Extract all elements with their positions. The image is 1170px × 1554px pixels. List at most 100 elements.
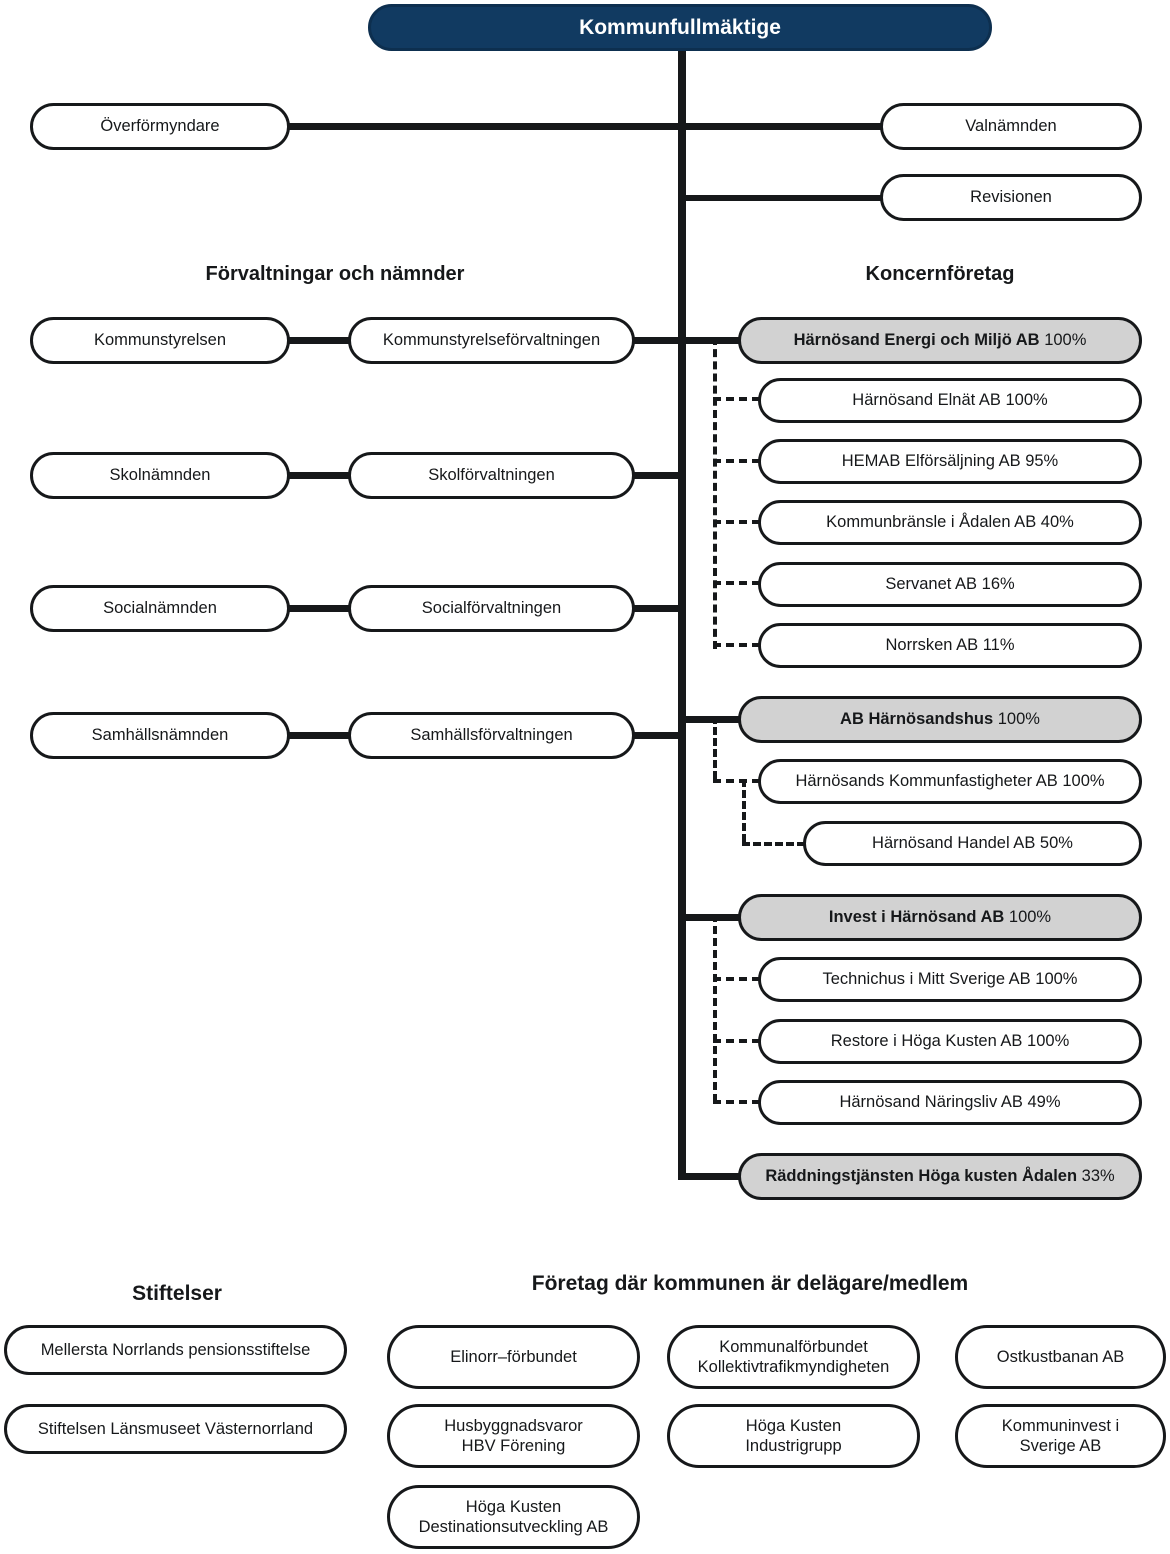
box-company-hemab[interactable]: Härnösand Energi och Miljö AB 100% — [738, 317, 1142, 364]
company-percent: 100% — [1027, 1032, 1070, 1051]
company-name: Härnösand Handel AB — [872, 834, 1036, 853]
dashed-branch-handel — [742, 842, 805, 846]
connector-overformyndare — [285, 123, 685, 130]
partner-label-line1: Höga Kusten — [745, 1416, 842, 1435]
partner-label-line1: Elinorr–förbundet — [450, 1347, 577, 1366]
box-subsidiary-servanet[interactable]: Servanet AB 16% — [758, 562, 1142, 607]
company-percent: 49% — [1027, 1093, 1061, 1112]
box-partner-elinorr[interactable]: Elinorr–förbundet — [387, 1325, 640, 1389]
company-percent: 95% — [1025, 452, 1059, 471]
box-forvaltning-socialforvaltningen[interactable]: Socialförvaltningen — [348, 585, 635, 632]
connector-valnamnden — [678, 123, 884, 130]
dashed-branch-kommunbransle — [713, 520, 760, 524]
connector-revisionen — [678, 195, 884, 201]
box-namnd-kommunstyrelsen[interactable]: Kommunstyrelsen — [30, 317, 290, 364]
company-percent: 100% — [1044, 331, 1087, 350]
connector-samhallsnamnden — [286, 732, 352, 739]
company-name: Härnösand Energi och Miljö AB — [793, 331, 1040, 350]
connector-trunk-hemab — [678, 337, 740, 344]
company-percent: 100% — [1035, 970, 1078, 989]
box-forvaltning-samhallsforvaltningen[interactable]: Samhällsförvaltningen — [348, 712, 635, 759]
company-percent: 16% — [981, 575, 1015, 594]
dashed-branch-elnat — [713, 397, 760, 401]
dashed-branch-naringsliv — [713, 1100, 760, 1104]
dashed-branch-technichus — [713, 977, 760, 981]
box-company-ab-harnosandshus[interactable]: AB Härnösandshus 100% — [738, 696, 1142, 743]
heading-forvaltningar-och-namnder: Förvaltningar och nämnder — [205, 263, 465, 285]
connector-skolnamnden — [286, 472, 352, 479]
box-company-invest-i-harnosand[interactable]: Invest i Härnösand AB 100% — [738, 894, 1142, 941]
heading-koncernforetag: Koncernföretag — [865, 263, 1015, 285]
dashed-branch-norrsken — [713, 643, 760, 647]
partner-label-line2: Destinationsutveckling AB — [418, 1518, 609, 1536]
connector-socialnamnden — [286, 605, 352, 612]
box-partner-kommuninvest[interactable]: Kommuninvest i Sverige AB — [955, 1404, 1166, 1468]
box-namnd-samhallsnamnden[interactable]: Samhällsnämnden — [30, 712, 290, 759]
company-percent: 11% — [982, 636, 1015, 655]
connector-trunk-invest — [678, 914, 740, 921]
box-foundation-mellersta-norrlands[interactable]: Mellersta Norrlands pensionsstiftelse — [4, 1325, 347, 1375]
company-percent: 100% — [1062, 772, 1105, 791]
dashed-spine-kommunfastigheter — [742, 779, 746, 842]
box-partner-kollektivtrafikmyndigheten[interactable]: Kommunalförbundet Kollektivtrafikmyndigh… — [667, 1325, 920, 1389]
box-company-raddningstjansten[interactable]: Räddningstjänsten Höga kusten Ådalen 33% — [738, 1153, 1142, 1200]
company-percent: 100% — [997, 710, 1040, 729]
box-subsidiary-harnosand-elnat[interactable]: Härnösand Elnät AB 100% — [758, 378, 1142, 423]
partner-label-line1: Höga Kusten — [465, 1497, 562, 1516]
company-percent: 100% — [1005, 391, 1048, 410]
box-subsidiary-norrsken[interactable]: Norrsken AB 11% — [758, 623, 1142, 668]
company-percent: 33% — [1081, 1167, 1115, 1186]
partner-label-line1: Kommunalförbundet — [719, 1337, 868, 1356]
box-partner-hoga-kusten-destinationsutveckling[interactable]: Höga Kusten Destinationsutveckling AB — [387, 1485, 640, 1549]
company-name: Härnösand Näringsliv AB — [839, 1093, 1023, 1112]
connector-socf-trunk — [630, 605, 686, 612]
company-name: Härnösands Kommunfastigheter AB — [795, 772, 1058, 791]
connector-trunk-harnosandshus — [678, 716, 740, 723]
partner-label-line1: Husbyggnadsvaror — [444, 1416, 583, 1435]
box-namnd-skolnamnden[interactable]: Skolnämnden — [30, 452, 290, 499]
box-subsidiary-technichus[interactable]: Technichus i Mitt Sverige AB 100% — [758, 957, 1142, 1002]
dashed-spine-hemab — [713, 337, 717, 649]
box-partner-hbv-forening[interactable]: Husbyggnadsvaror HBV Förening — [387, 1404, 640, 1468]
dashed-branch-elforsaljning — [713, 459, 760, 463]
connector-samf-trunk — [630, 732, 686, 739]
box-forvaltning-kommunstyrelseforvaltningen[interactable]: Kommunstyrelseförvaltningen — [348, 317, 635, 364]
partner-label-line1: Ostkustbanan AB — [996, 1347, 1125, 1366]
root-box-kommunfullmaktige[interactable]: Kommunfullmäktige — [368, 4, 992, 51]
company-name: Räddningstjänsten Höga kusten Ådalen — [765, 1167, 1078, 1186]
company-name: Technichus i Mitt Sverige AB — [822, 970, 1031, 989]
heading-foretag-delagare: Företag där kommunen är delägare/medlem — [531, 1272, 969, 1295]
company-name: Restore i Höga Kusten AB — [830, 1032, 1023, 1051]
dashed-branch-restore — [713, 1039, 760, 1043]
company-percent: 50% — [1039, 834, 1073, 853]
company-name: Invest i Härnösand AB — [828, 908, 1005, 927]
box-valnamnden[interactable]: Valnämnden — [880, 103, 1142, 150]
box-subsidiary-kommunbransle-i-adalen[interactable]: Kommunbränsle i Ådalen AB 40% — [758, 500, 1142, 545]
company-name: Kommunbränsle i Ådalen AB — [826, 513, 1037, 532]
box-forvaltning-skolforvaltningen[interactable]: Skolförvaltningen — [348, 452, 635, 499]
box-subsidiary-restore-i-hoga-kusten[interactable]: Restore i Höga Kusten AB 100% — [758, 1019, 1142, 1064]
box-partner-hoga-kusten-industrigrupp[interactable]: Höga Kusten Industrigrupp — [667, 1404, 920, 1468]
connector-trunk-raddning — [678, 1173, 740, 1180]
box-subsidiary-harnosand-handel[interactable]: Härnösand Handel AB 50% — [803, 821, 1142, 866]
box-subsidiary-harnosands-kommunfastigheter[interactable]: Härnösands Kommunfastigheter AB 100% — [758, 759, 1142, 804]
dashed-branch-kommunfastigheter — [713, 779, 760, 783]
connector-ksf-trunk — [630, 337, 686, 344]
main-trunk-line — [678, 44, 686, 1180]
company-name: Servanet AB — [885, 575, 978, 594]
box-subsidiary-hemab-elforsaljning[interactable]: HEMAB Elförsäljning AB 95% — [758, 439, 1142, 484]
company-name: Härnösand Elnät AB — [852, 391, 1001, 410]
box-partner-ostkustbanan[interactable]: Ostkustbanan AB — [955, 1325, 1166, 1389]
box-foundation-lansmuseet[interactable]: Stiftelsen Länsmuseet Västernorrland — [4, 1404, 347, 1454]
box-overformyndare[interactable]: Överförmyndare — [30, 103, 290, 150]
dashed-spine-invest — [713, 914, 717, 1102]
box-namnd-socialnamnden[interactable]: Socialnämnden — [30, 585, 290, 632]
box-subsidiary-harnosand-naringsliv[interactable]: Härnösand Näringsliv AB 49% — [758, 1080, 1142, 1125]
company-percent: 100% — [1008, 908, 1052, 927]
partner-label-line2: Sverige AB — [1019, 1437, 1102, 1455]
company-name: Norrsken AB — [885, 636, 979, 655]
box-revisionen[interactable]: Revisionen — [880, 174, 1142, 221]
company-name: HEMAB Elförsäljning AB — [841, 452, 1021, 471]
heading-stiftelser: Stiftelser — [132, 1282, 222, 1305]
partner-label-line2: Industrigrupp — [745, 1437, 842, 1455]
